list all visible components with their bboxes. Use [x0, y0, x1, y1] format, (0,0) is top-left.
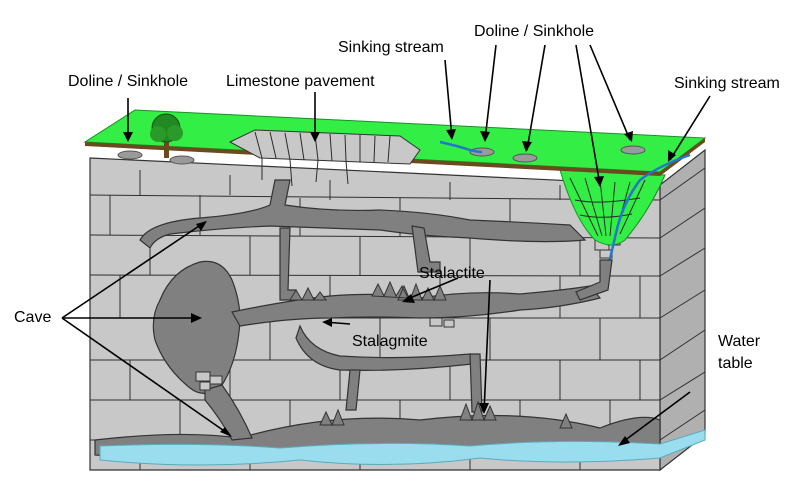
label-table: table [718, 355, 753, 372]
label-doline-right: Doline / Sinkhole [474, 23, 594, 40]
label-stalagmite: Stalagmite [352, 333, 428, 350]
label-doline-left: Doline / Sinkhole [68, 73, 188, 90]
label-sinking-stream-right: Sinking stream [674, 75, 780, 92]
stalagmite-cluster [319, 400, 573, 429]
tree-icon [150, 113, 183, 158]
surface-sinkholes [117, 145, 646, 165]
label-limestone-pavement: Limestone pavement [226, 73, 375, 90]
label-stalactite: Stalactite [419, 265, 485, 282]
lower-shaft-right [469, 353, 483, 413]
sinking-stream-top [439, 140, 483, 154]
sinking-stream-right [605, 153, 691, 273]
label-arrows [61, 44, 711, 446]
label-sinking-stream-top: Sinking stream [338, 39, 444, 56]
limestone-pavement [228, 129, 421, 187]
rock-side-face [659, 148, 706, 472]
label-water: Water [718, 333, 761, 350]
water-table [99, 429, 706, 466]
chamber-connector [204, 384, 253, 441]
label-cave: Cave [14, 309, 51, 326]
lower-shaft [345, 369, 361, 411]
upper-cave-passage [139, 179, 587, 249]
side-bedding [659, 167, 706, 441]
shaft-middle [411, 225, 441, 273]
stalactite-cluster [289, 280, 447, 302]
middle-cave-passage [231, 285, 602, 327]
cave-chamber-left [152, 260, 241, 394]
doline-drain-passage [575, 259, 613, 301]
soil-edge [85, 138, 705, 176]
